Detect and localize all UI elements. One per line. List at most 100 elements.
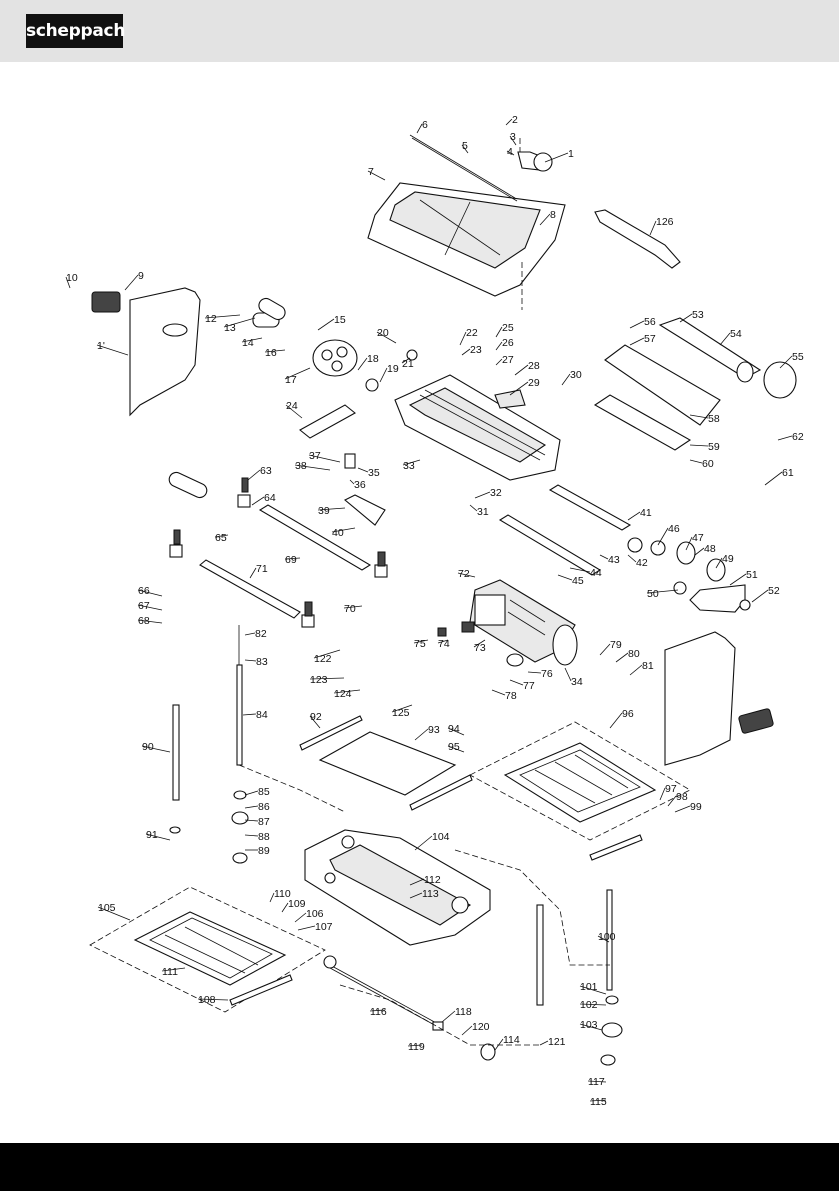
leader-line-118 [441, 1010, 456, 1023]
brand-logo: scheppach [26, 14, 125, 48]
part-label-29: 29 [528, 377, 540, 389]
column-right [536, 904, 544, 1006]
part-label-40: 40 [332, 527, 344, 539]
part-label-52: 52 [768, 585, 780, 597]
part-label-121: 121 [548, 1036, 566, 1048]
part-label-99: 99 [690, 801, 702, 813]
part-label-107: 107 [315, 921, 333, 933]
leader-line-109 [281, 902, 289, 913]
part-label-39: 39 [318, 505, 330, 517]
leader-line-12 [204, 314, 241, 319]
part-label-35: 35 [368, 467, 380, 479]
footer-bar [0, 1143, 839, 1191]
part-label-13: 13 [224, 322, 236, 334]
leader-line-88 [244, 834, 259, 837]
plate-93 [318, 731, 457, 796]
leader-line-60 [689, 459, 703, 464]
part-label-65: 65 [215, 532, 227, 544]
part-label-36: 36 [354, 479, 366, 491]
part-label-33: 33 [403, 460, 415, 472]
part-label-50: 50 [647, 588, 659, 600]
part-label-14: 14 [242, 337, 254, 349]
table-right [469, 721, 691, 841]
leader-line-64 [251, 496, 265, 506]
leader-line-76 [527, 671, 542, 674]
leader-line-56 [629, 320, 645, 329]
part-label-70: 70 [344, 603, 356, 615]
part-label-62: 62 [792, 431, 804, 443]
leader-line-28 [514, 364, 529, 376]
part-label-76: 76 [541, 668, 553, 680]
leader-line-104 [414, 835, 433, 851]
leader-line-21 [401, 357, 411, 364]
part-label-2: 2 [512, 114, 518, 126]
part-label-34: 34 [571, 676, 583, 688]
leader-line-111 [161, 967, 186, 972]
leader-line-97 [659, 787, 666, 801]
part-label-108: 108 [198, 994, 216, 1006]
spindle-100 [606, 889, 613, 991]
leader-line-61 [764, 471, 783, 486]
part-label-89: 89 [258, 845, 270, 857]
part-label-48: 48 [704, 543, 716, 555]
leader-line-98 [667, 795, 677, 807]
leader-line-14 [241, 337, 263, 343]
leader-line-9 [124, 274, 139, 291]
part-label-16: 16 [265, 347, 277, 359]
part-label-51: 51 [746, 569, 758, 581]
leader-line-92 [309, 715, 321, 729]
part-label-49: 49 [722, 553, 734, 565]
part-label-7: 7 [368, 166, 374, 178]
leader-line-70 [343, 605, 363, 609]
column-90 [172, 704, 180, 801]
leader-line-93 [414, 728, 429, 741]
leader-line-27 [495, 358, 503, 366]
leader-line-117 [587, 1080, 607, 1083]
part-label-104: 104 [432, 831, 450, 843]
leader-line-62 [777, 435, 793, 441]
leader-line-32 [474, 491, 491, 499]
leader-line-36 [349, 479, 355, 485]
leader-line-44 [569, 567, 591, 573]
leader-line-24 [285, 404, 303, 419]
part-label-12: 12 [205, 313, 217, 325]
part-label-30: 30 [570, 369, 582, 381]
leader-line-80 [615, 652, 629, 663]
part-label-115: 115 [590, 1096, 607, 1108]
leader-line-42 [627, 554, 637, 563]
part-label-102: 102 [580, 999, 598, 1011]
leader-line-100 [597, 935, 610, 943]
part-label-71: 71 [256, 563, 268, 575]
leader-line-101 [579, 985, 607, 995]
part-label-43: 43 [608, 554, 620, 566]
part-126 [594, 209, 681, 269]
part-labels: 123456789101'121314151617181920212223242… [65, 114, 804, 1108]
part-label-55: 55 [792, 351, 804, 363]
leader-line-66 [137, 589, 163, 597]
side-cover-left [129, 287, 201, 417]
leader-line-35 [357, 467, 369, 473]
leader-line-96 [609, 712, 623, 729]
leader-line-20 [376, 331, 397, 344]
leader-line-110 [269, 892, 275, 903]
leader-line-126 [649, 220, 657, 236]
part-label-24: 24 [286, 400, 298, 412]
leader-line-115 [589, 1099, 607, 1102]
leader-line-49 [715, 557, 723, 569]
part-label-38: 38 [295, 460, 307, 472]
part-label-20: 20 [377, 327, 389, 339]
leader-line-122 [313, 649, 341, 659]
part-label-87: 87 [258, 816, 270, 828]
part-label-66: 66 [138, 585, 150, 597]
part-label-79: 79 [610, 639, 622, 651]
dust-hood [604, 344, 721, 426]
part-label-106: 106 [306, 908, 324, 920]
leader-line-102 [579, 1003, 607, 1006]
leader-line-17 [284, 367, 311, 380]
leader-line-108 [197, 998, 229, 1001]
leader-line-81 [629, 664, 643, 676]
part-label-85: 85 [258, 786, 270, 798]
leader-line-90 [141, 745, 171, 753]
part-label-75: 75 [414, 638, 426, 650]
part-label-119: 119 [408, 1041, 425, 1053]
